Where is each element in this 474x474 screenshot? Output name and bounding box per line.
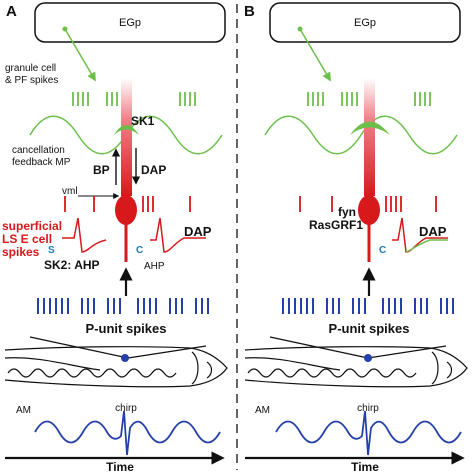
rasgrf1-label: RasGRF1 (309, 218, 363, 232)
bp-label: BP (93, 163, 110, 177)
am-label: AM (255, 405, 270, 416)
time-label: Time (106, 460, 134, 474)
lse-spike-train (64, 196, 191, 212)
panel-letter: B (244, 3, 255, 20)
dap-green-trace (405, 239, 448, 253)
am-label: AM (16, 405, 31, 416)
panel-letter: A (6, 3, 17, 20)
time-label: Time (351, 460, 379, 474)
lse-label-line1: superficial (2, 219, 62, 233)
granule-label-line2: & PF spikes (5, 75, 58, 86)
receptor-dot (364, 354, 372, 362)
c-label: C (379, 245, 386, 256)
dendrite (121, 78, 132, 196)
egp-label: EGp (354, 17, 376, 29)
chirp-label: chirp (357, 403, 379, 414)
granule-spike-train (307, 92, 431, 106)
superficial-spike-trace (62, 217, 107, 253)
parallel-fiber-axon (62, 26, 96, 82)
lse-label-line2: LS E cell (2, 232, 52, 246)
punit-label: P-unit spikes (329, 321, 410, 336)
lse-cell-soma (358, 195, 380, 225)
egp-box (34, 2, 226, 43)
ahp-label: AHP (144, 261, 165, 272)
fyn-label: fyn (338, 205, 356, 219)
panel-b: B EGp fyn RasGRF1 (244, 2, 468, 474)
enhanced-synapse (350, 121, 390, 135)
receptor-dot (121, 354, 129, 362)
dap-label: DAP (141, 163, 166, 177)
sk2-ahp-label: SK2: AHP (44, 258, 100, 272)
cancellation-label-line1: cancellation (12, 145, 65, 156)
cancellation-sine-wave (264, 115, 458, 155)
dendrite (364, 78, 375, 196)
punit-spike-train (37, 298, 209, 314)
s-label: S (48, 245, 55, 256)
dap-trace-label: DAP (419, 224, 447, 239)
punit-label: P-unit spikes (86, 321, 167, 336)
c-label: C (136, 245, 143, 256)
vml-label: vml (62, 186, 78, 197)
panel-a: A EGp granule cell & PF spikes SK1 (2, 2, 228, 474)
fish-drawing (244, 336, 468, 388)
chirp-label: chirp (115, 403, 137, 414)
sk1-synapse (114, 125, 139, 135)
lse-label-line3: spikes (2, 245, 40, 259)
am-chirp-trace (275, 410, 462, 456)
egp-box (269, 2, 461, 43)
c-spike-trace (150, 217, 206, 253)
am-chirp-trace (34, 410, 221, 456)
granule-label-line1: granule cell (5, 63, 56, 74)
sk1-label: SK1 (131, 114, 155, 128)
granule-spike-train (72, 92, 196, 106)
cancellation-label-line2: feedback MP (12, 157, 71, 168)
dap-trace-label: DAP (184, 224, 212, 239)
lse-cell-soma (115, 195, 137, 225)
egp-label: EGp (119, 17, 141, 29)
fish-drawing (4, 336, 228, 388)
lse-spike-train (299, 196, 437, 212)
punit-spike-train (282, 298, 454, 314)
parallel-fiber-axon (297, 26, 331, 82)
